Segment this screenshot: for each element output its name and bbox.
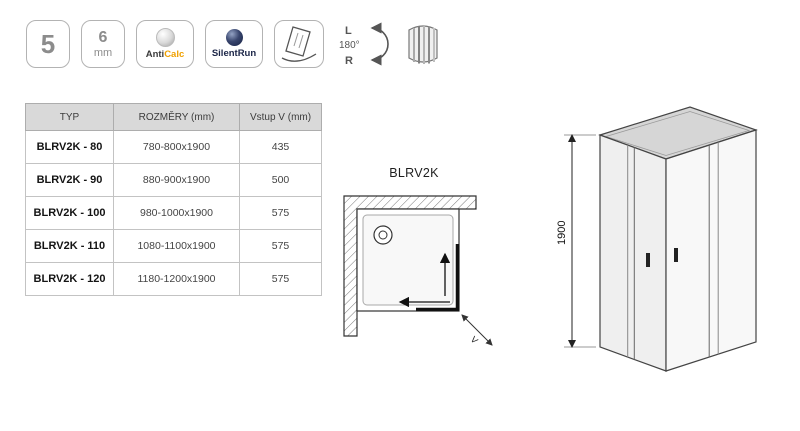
drain-circle xyxy=(373,225,393,245)
glass-thickness-value: 6 xyxy=(98,28,108,46)
col-header-rozmery: ROZMĚRY (mm) xyxy=(113,103,240,131)
col-header-vstup: Vstup V (mm) xyxy=(239,103,322,131)
enclosure-right-face xyxy=(665,129,757,372)
cell-vstup: 575 xyxy=(239,262,322,296)
spec-table: TYP ROZMĚRY (mm) Vstup V (mm) BLRV2K - 8… xyxy=(25,103,322,296)
cell-rozmery: 1080-1100x1900 xyxy=(113,229,240,263)
table-header-row: TYP ROZMĚRY (mm) Vstup V (mm) xyxy=(25,103,322,131)
anticalc-badge: AntiCalc xyxy=(136,20,194,68)
cell-vstup: 435 xyxy=(239,130,322,164)
cell-typ: BLRV2K - 110 xyxy=(25,229,114,263)
table-row: BLRV2K - 80 780-800x1900 435 xyxy=(25,130,322,164)
table-row: BLRV2K - 120 1180-1200x1900 575 xyxy=(25,262,322,296)
door-handle-left xyxy=(646,253,650,267)
rotation-180-icon: L 180° R xyxy=(339,22,389,67)
cell-typ: BLRV2K - 100 xyxy=(25,196,114,230)
rotation-angle-label: 180° xyxy=(339,40,360,51)
corner-entry-badge xyxy=(400,20,446,68)
plan-view-drawing: V xyxy=(343,195,493,346)
cell-rozmery: 980-1000x1900 xyxy=(113,196,240,230)
top-frame-inner xyxy=(604,111,751,156)
silentrun-label: SilentRun xyxy=(211,48,257,60)
safety-class-value: 5 xyxy=(40,29,56,59)
feature-badges-row: 5 6 mm AntiCalc SilentRun L 180° xyxy=(26,20,446,68)
rotation-left-label: L xyxy=(345,25,352,37)
rotation-180-badge: L 180° R xyxy=(335,20,389,68)
height-dimension-label: 1900 xyxy=(556,221,568,245)
cell-rozmery: 780-800x1900 xyxy=(113,130,240,164)
table-row: BLRV2K - 110 1080-1100x1900 575 xyxy=(25,229,322,263)
safety-class-badge: 5 xyxy=(26,20,70,68)
col-header-typ: TYP xyxy=(25,103,114,131)
entry-dimension-label: V xyxy=(469,334,480,345)
cell-rozmery: 1180-1200x1900 xyxy=(113,262,240,296)
entry-dimension-line xyxy=(461,314,493,346)
cell-typ: BLRV2K - 90 xyxy=(25,163,114,197)
glass-panel-badge xyxy=(274,20,324,68)
table-row: BLRV2K - 100 980-1000x1900 575 xyxy=(25,196,322,230)
glass-panel-icon xyxy=(281,26,317,62)
rotation-right-label: R xyxy=(345,55,353,67)
enclosure-left-face xyxy=(599,134,667,372)
table-row: BLRV2K - 90 880-900x1900 500 xyxy=(25,163,322,197)
silentrun-badge: SilentRun xyxy=(205,20,263,68)
cell-typ: BLRV2K - 120 xyxy=(25,262,114,296)
cell-vstup: 575 xyxy=(239,196,322,230)
water-drop-icon xyxy=(155,28,175,48)
glass-thickness-unit: mm xyxy=(93,46,113,59)
cell-vstup: 500 xyxy=(239,163,322,197)
anticalc-label: AntiCalc xyxy=(145,49,185,61)
silentrun-sphere-icon xyxy=(225,29,243,47)
corner-entry-icon xyxy=(408,25,438,64)
drain-circle-inner xyxy=(378,230,388,240)
plan-view-title: BLRV2K xyxy=(389,166,439,180)
glass-thickness-badge: 6 mm xyxy=(81,20,125,68)
cell-vstup: 575 xyxy=(239,229,322,263)
iso-view-drawing: 1900 xyxy=(556,106,758,372)
door-handle-right xyxy=(674,248,678,262)
cell-rozmery: 880-900x1900 xyxy=(113,163,240,197)
cell-typ: BLRV2K - 80 xyxy=(25,130,114,164)
